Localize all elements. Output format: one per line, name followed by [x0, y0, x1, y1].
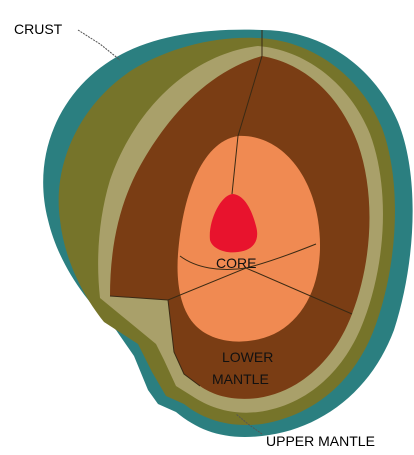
lower-mantle-label-line2: MANTLE [212, 371, 269, 387]
upper-mantle-label: UPPER MANTLE [266, 433, 375, 449]
core-label: CORE [216, 255, 256, 271]
lower-mantle-label-line1: LOWER [222, 349, 273, 365]
crust-label: CRUST [14, 21, 63, 37]
crust-leader-line [78, 30, 120, 60]
